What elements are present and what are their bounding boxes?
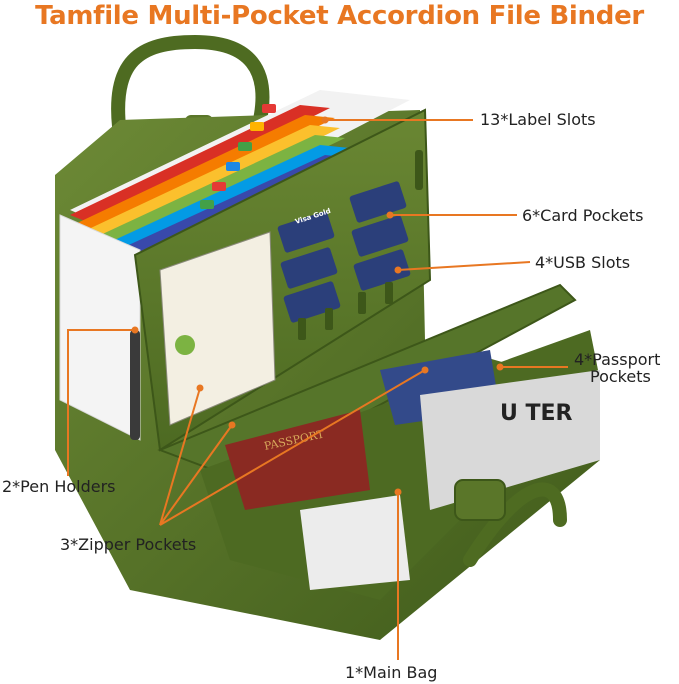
combination-lock <box>454 479 506 521</box>
magazine <box>420 370 600 510</box>
callout-lines <box>67 119 568 660</box>
card-pockets <box>277 181 411 323</box>
pen-holders-callout: 2*Pen Holders <box>2 477 116 496</box>
label-tab <box>212 182 226 191</box>
label-tab <box>226 162 240 171</box>
pen-holder <box>130 330 140 440</box>
label-tab <box>262 104 276 113</box>
certificate-document <box>159 231 276 426</box>
label-tab <box>250 122 264 131</box>
pen-holder <box>415 150 423 190</box>
label-tab <box>238 142 252 151</box>
passport-pockets-callout-line2: Pockets <box>590 367 651 386</box>
label-slots-callout: 13*Label Slots <box>480 110 596 129</box>
document-stack <box>300 495 410 590</box>
label-tab <box>200 200 214 209</box>
page-title: Tamfile Multi-Pocket Accordion File Bind… <box>35 1 644 31</box>
card-pockets-callout: 6*Card Pockets <box>522 206 644 225</box>
magazine-text: U TER <box>500 401 573 426</box>
main-bag-callout: 1*Main Bag <box>345 663 438 682</box>
usb-slots-callout: 4*USB Slots <box>535 253 631 272</box>
certificate-seal <box>175 335 195 355</box>
zipper-pockets-callout: 3*Zipper Pockets <box>60 535 197 554</box>
bottom-handle <box>463 482 567 567</box>
passport-pockets-callout-line1: 4*Passport <box>574 350 661 369</box>
callout-dots <box>131 116 504 496</box>
passport-red <box>225 410 370 510</box>
usb-slots <box>298 282 393 340</box>
top-handle <box>111 34 270 142</box>
